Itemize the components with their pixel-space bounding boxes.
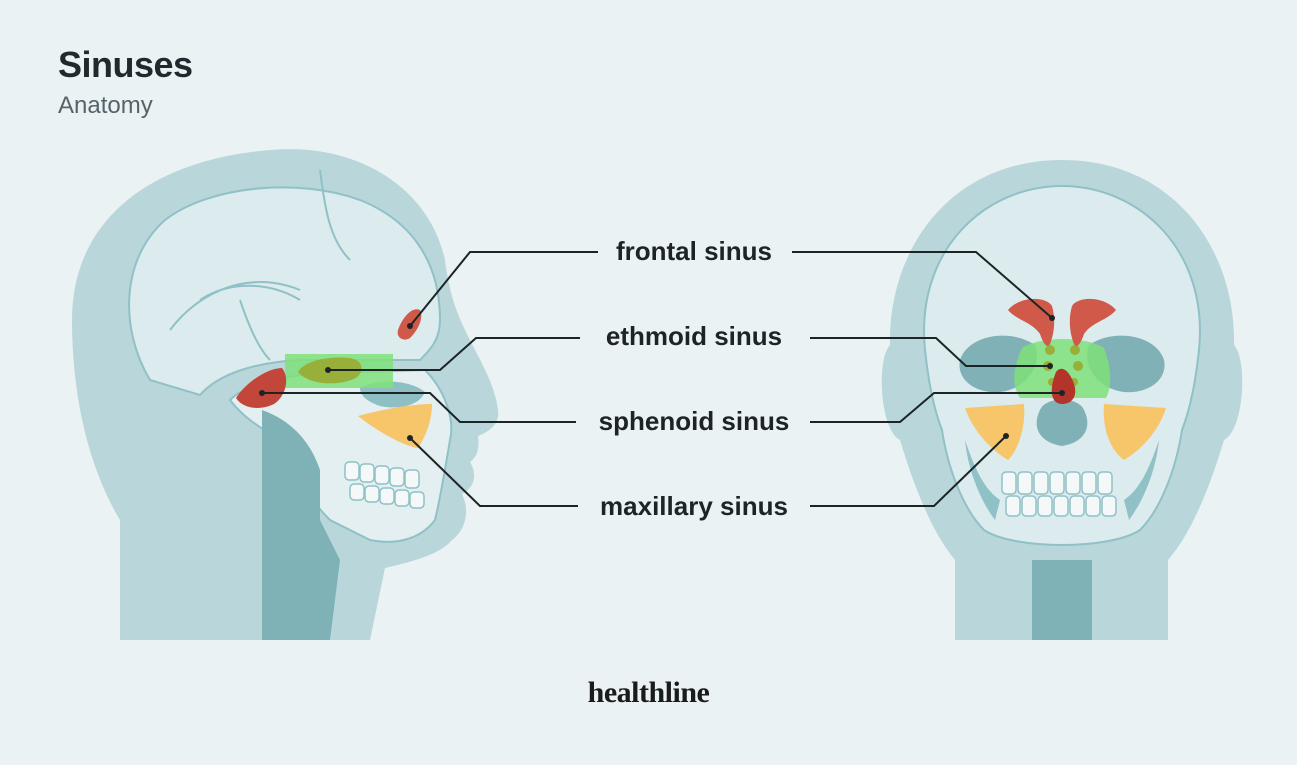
front-frontal-sinus xyxy=(1008,298,1116,346)
label-maxillary-sinus: maxillary sinus xyxy=(600,491,788,521)
frontal-leader-right xyxy=(792,251,1053,319)
side-view-head xyxy=(72,149,499,640)
side-skull-sutures xyxy=(169,169,351,361)
side-maxillary-sinus xyxy=(358,404,432,448)
page-title: Sinuses xyxy=(58,44,193,85)
front-maxillary-right xyxy=(1103,404,1166,460)
side-neck-shadow xyxy=(262,410,340,640)
front-jaw-shadow-left xyxy=(965,440,1000,520)
front-nasal-cavity xyxy=(1036,399,1088,446)
side-eye-socket xyxy=(360,381,425,408)
front-sphenoid-sinus xyxy=(1051,368,1076,404)
frontal-leader-left xyxy=(409,251,598,327)
page-subtitle: Anatomy xyxy=(58,92,153,119)
sphenoid-leader-left xyxy=(262,392,576,423)
front-jaw-shadow-right xyxy=(1124,440,1159,520)
label-ethmoid-sinus: ethmoid sinus xyxy=(606,321,782,351)
side-teeth xyxy=(344,461,425,509)
front-maxillary-left xyxy=(965,404,1025,460)
front-teeth xyxy=(1001,471,1117,517)
maxillary-leader-left xyxy=(409,437,578,507)
front-ethmoid-sinus xyxy=(1014,339,1111,398)
front-view-head xyxy=(881,160,1243,640)
leader-dots xyxy=(259,315,1065,441)
front-neck xyxy=(1032,560,1092,640)
side-sphenoid-sinus xyxy=(236,368,287,408)
label-frontal-sinus: frontal sinus xyxy=(616,236,772,266)
leader-lines xyxy=(262,251,1062,507)
healthline-logo: healthline xyxy=(587,676,710,709)
ethmoid-leader-right xyxy=(810,337,1050,367)
sphenoid-leader-right xyxy=(810,392,1062,423)
maxillary-leader-right xyxy=(810,435,1007,507)
label-sphenoid-sinus: sphenoid sinus xyxy=(599,406,790,436)
ethmoid-leader-left xyxy=(328,337,580,371)
